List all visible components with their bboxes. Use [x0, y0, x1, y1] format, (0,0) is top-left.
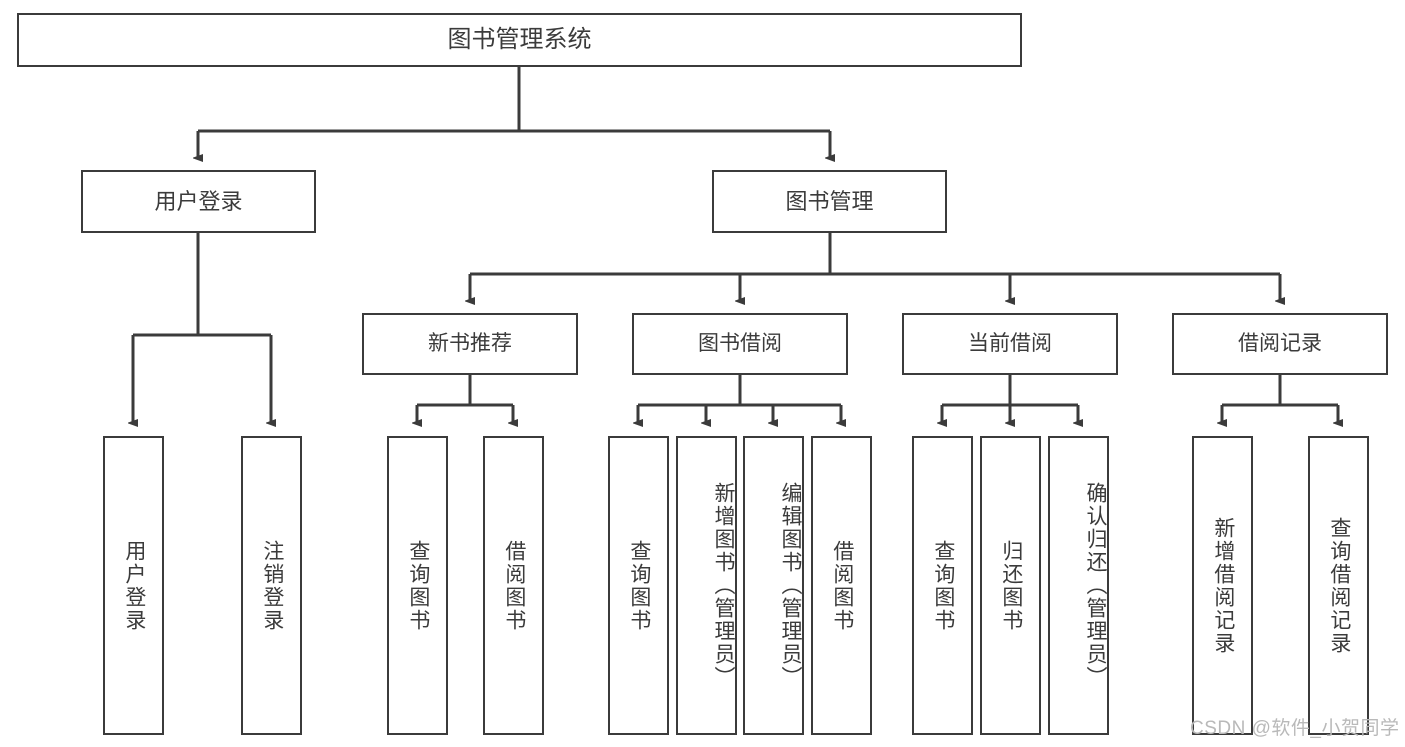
node-root-book-management-system[interactable]: 图书管理系统 — [17, 13, 1022, 67]
leaf-borrow-books-recommend[interactable]: 借阅图书 — [483, 436, 544, 735]
leaf-query-books-current[interactable]: 查询图书 — [912, 436, 973, 735]
leaf-query-borrow-record[interactable]: 查询借阅记录 — [1308, 436, 1369, 735]
leaf-add-book-admin[interactable]: 新增图书（管理员） — [676, 436, 737, 735]
leaf-logout[interactable]: 注销登录 — [241, 436, 302, 735]
csdn-watermark: CSDN @软件_小贺同学 — [1190, 718, 1400, 739]
node-user-login[interactable]: 用户登录 — [81, 170, 316, 233]
leaf-query-books-recommend[interactable]: 查询图书 — [387, 436, 448, 735]
leaf-return-books[interactable]: 归还图书 — [980, 436, 1041, 735]
node-book-borrowing[interactable]: 图书借阅 — [632, 313, 848, 375]
leaf-confirm-return-admin[interactable]: 确认归还（管理员） — [1048, 436, 1109, 735]
node-new-book-recommendation[interactable]: 新书推荐 — [362, 313, 578, 375]
node-current-borrowing[interactable]: 当前借阅 — [902, 313, 1118, 375]
leaf-borrow-books[interactable]: 借阅图书 — [811, 436, 872, 735]
leaf-add-borrow-record[interactable]: 新增借阅记录 — [1192, 436, 1253, 735]
node-borrowing-records[interactable]: 借阅记录 — [1172, 313, 1388, 375]
leaf-edit-book-admin[interactable]: 编辑图书（管理员） — [743, 436, 804, 735]
leaf-query-books-borrow[interactable]: 查询图书 — [608, 436, 669, 735]
node-book-management[interactable]: 图书管理 — [712, 170, 947, 233]
leaf-user-login[interactable]: 用户登录 — [103, 436, 164, 735]
